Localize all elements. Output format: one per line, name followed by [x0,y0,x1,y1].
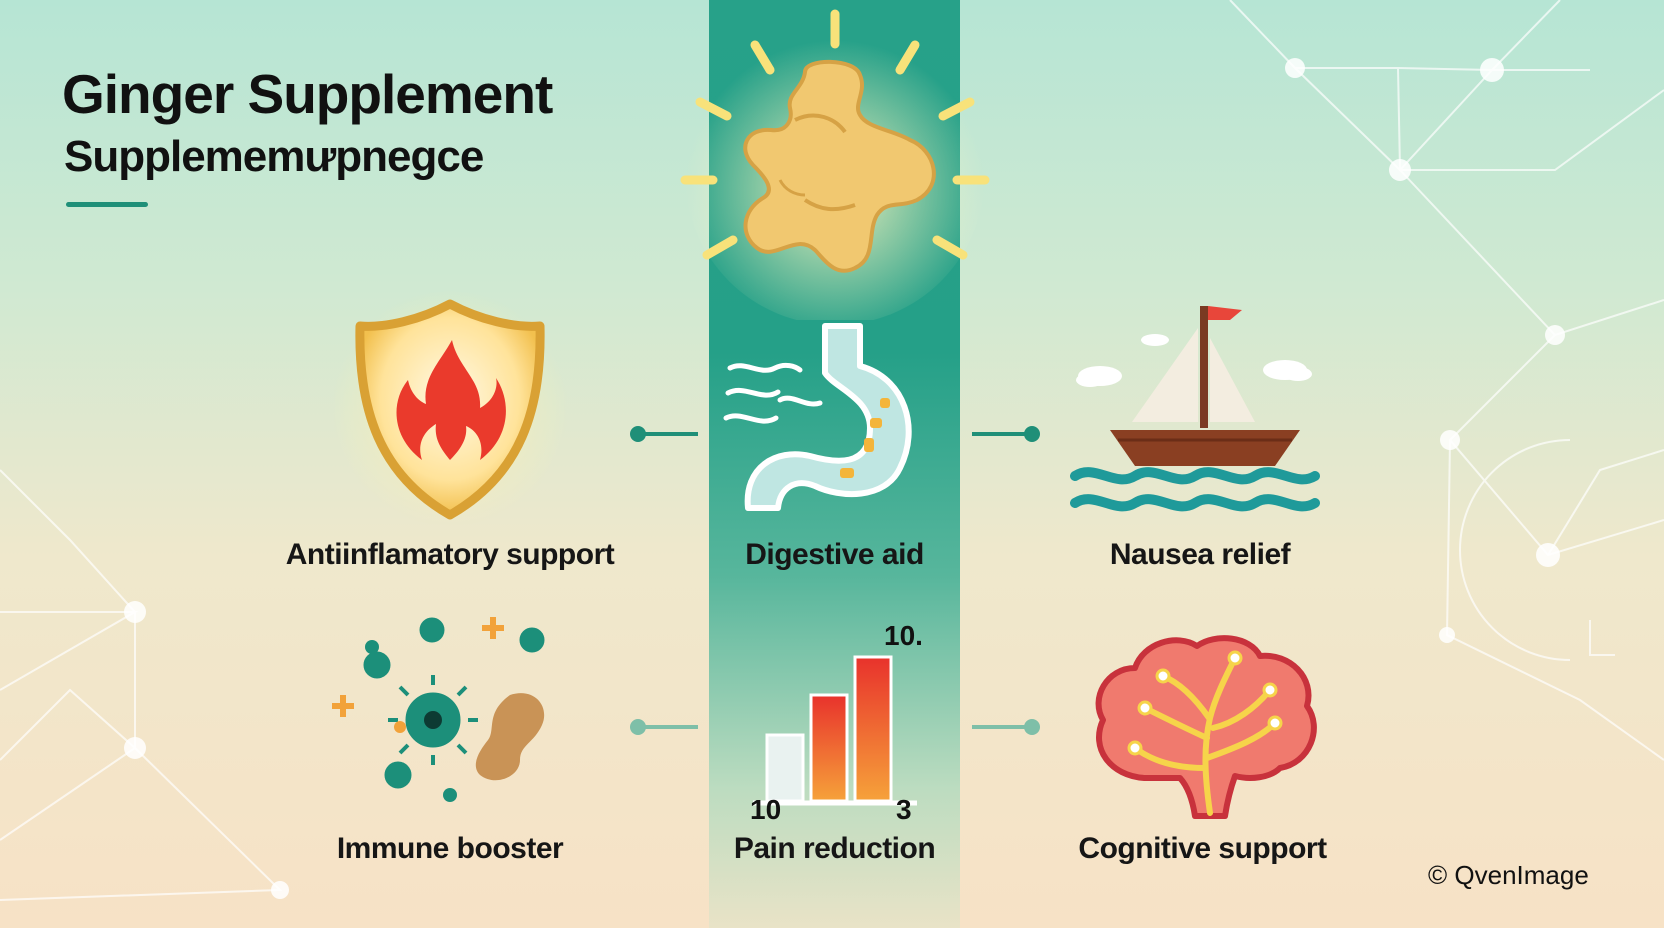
page-title: Ginger Supplement [62,63,553,125]
pain-bar-low [765,733,805,803]
stomach-icon [723,323,912,511]
shield-flame-icon [332,290,568,526]
credit-watermark: © QvenImage [1428,860,1589,890]
connector-antiinflamatory [630,426,698,442]
bar-chart-icon [753,655,917,806]
connector-immune [630,719,698,735]
sailboat-icon [1070,306,1320,512]
ginger-root-icon [680,9,990,320]
benefit-label-cognitive: Cognitive support [1078,832,1327,865]
pain-chart-top-label: 10. [884,620,923,651]
benefit-label-nausea: Nausea relief [1109,538,1291,571]
benefit-label-digestive: Digestive aid [745,538,924,571]
pain-chart-left-label: 10 [750,794,782,825]
connector-nausea [972,426,1040,442]
benefit-label-pain: Pain reduction [733,832,936,865]
pain-chart-right-label: 3 [896,794,912,825]
connector-cognitive [972,719,1040,735]
pain-bar-high [853,655,893,803]
pain-bar-mid [809,693,849,803]
title-underline [66,202,148,207]
benefit-label-immune: Immune booster [336,832,564,865]
virus-ginger-icon [332,617,545,802]
page-subtitle: Supplememưpnegce [64,132,484,181]
benefit-label-antiinflamatory: Antiinflamatory support [285,538,615,571]
brain-icon [1095,635,1317,819]
